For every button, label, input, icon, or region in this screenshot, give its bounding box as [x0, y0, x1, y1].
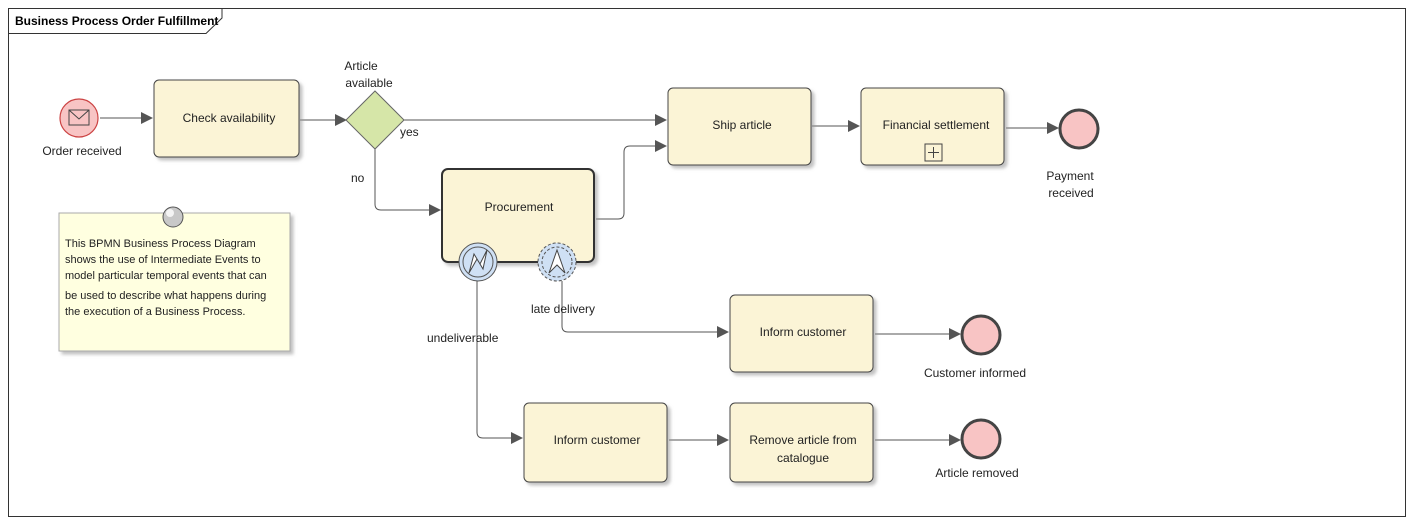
inform-customer-undeliverable-label: Inform customer	[554, 433, 641, 447]
gateway-article-available[interactable]	[345, 90, 405, 150]
frame-title-tab	[8, 8, 223, 34]
note-line-4: be used to describe what happens during	[65, 290, 266, 302]
financial-settlement-label: Financial settlement	[883, 118, 990, 132]
end-event-customer-informed[interactable]	[960, 314, 1002, 356]
escalation-arrow-icon	[548, 248, 566, 274]
gateway-no-label: no	[351, 171, 365, 185]
task-procurement[interactable]: Procurement	[441, 168, 595, 263]
sequence-flows	[100, 112, 1059, 446]
start-event-order-received[interactable]	[59, 98, 99, 138]
gateway-yes-label: yes	[400, 125, 419, 139]
subprocess-financial-settlement[interactable]: Financial settlement	[860, 87, 1005, 166]
payment-received-label-line1: Payment	[1046, 169, 1094, 183]
end-event-payment-received[interactable]	[1058, 108, 1100, 150]
flow-procurement-to-ship[interactable]	[596, 140, 667, 220]
task-ship-article[interactable]: Ship article	[667, 87, 812, 166]
diagram-note[interactable]: This BPMN Business Process Diagram shows…	[58, 212, 291, 352]
boundary-escalation-event-late-delivery[interactable]	[537, 242, 577, 282]
boundary-error-event-undeliverable[interactable]	[458, 242, 498, 282]
end-event-article-removed[interactable]	[960, 418, 1002, 460]
note-line-1: This BPMN Business Process Diagram	[65, 238, 256, 250]
check-availability-label: Check availability	[183, 111, 276, 125]
flow-gateway-no-to-procurement[interactable]	[374, 149, 441, 216]
procurement-label: Procurement	[485, 200, 554, 214]
undeliverable-label: undeliverable	[427, 331, 499, 345]
gateway-label-line1: Article	[344, 59, 378, 73]
task-inform-customer-late[interactable]: Inform customer	[729, 294, 874, 373]
note-line-3: model particular temporal events that ca…	[65, 270, 267, 282]
inform-customer-late-label: Inform customer	[760, 325, 847, 339]
gateway-label-line2: available	[345, 76, 393, 90]
note-pin-icon	[162, 206, 184, 228]
customer-informed-label: Customer informed	[924, 366, 1026, 380]
remove-article-label-line1: Remove article from	[749, 433, 856, 447]
order-received-label: Order received	[42, 144, 121, 158]
error-lightning-icon	[468, 249, 488, 274]
task-check-availability[interactable]: Check availability	[153, 79, 300, 158]
article-removed-label: Article removed	[935, 466, 1018, 480]
payment-received-label-line2: received	[1048, 186, 1093, 200]
diagram-title: Business Process Order Fulfillment	[15, 14, 218, 28]
note-line-2: shows the use of Intermediate Events to	[65, 254, 261, 266]
ship-article-label: Ship article	[712, 118, 772, 132]
flow-undeliverable-to-inform[interactable]	[476, 281, 523, 444]
subprocess-expand-icon[interactable]	[924, 143, 943, 162]
task-inform-customer-undeliverable[interactable]: Inform customer	[523, 402, 668, 483]
late-delivery-label: late delivery	[531, 302, 595, 316]
task-remove-article[interactable]: Remove article from catalogue	[729, 402, 874, 483]
message-envelope-icon	[68, 109, 90, 126]
note-line-5: the execution of a Business Process.	[65, 306, 245, 318]
flow-late-delivery-to-inform[interactable]	[561, 281, 729, 338]
remove-article-label-line2: catalogue	[777, 451, 829, 465]
